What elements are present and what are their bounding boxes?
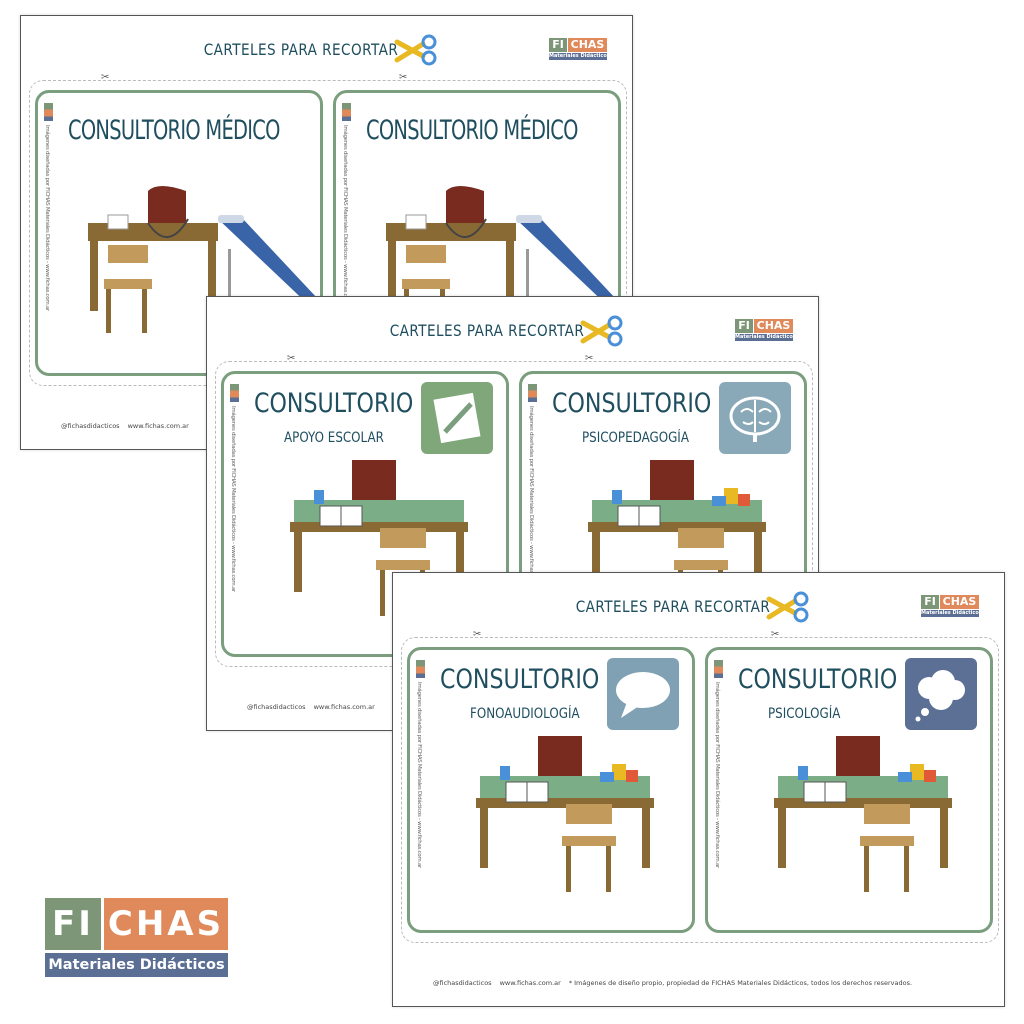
scissors-icon: ✂ [287, 353, 296, 364]
sheet-footer: @fichasdidacticos www.fichas.com.ar [247, 703, 818, 711]
credit-strip: Imágenes diseñadas por FICHAS Materiales… [714, 660, 728, 928]
credit-text: Imágenes diseñadas por FICHAS Materiales… [230, 406, 236, 592]
logo-chas: CHAS [568, 38, 607, 52]
sign-title: CONSULTORIO MÉDICO [68, 115, 280, 146]
logo-subtitle: Materiales Didácticos [921, 610, 979, 617]
logo-chas: CHAS [104, 898, 228, 950]
website: www.fichas.com.ar [313, 703, 375, 711]
logo-fi: FI [735, 319, 753, 333]
sign-subtitle: APOYO ESCOLAR [284, 430, 384, 446]
sign-title: CONSULTORIO [552, 388, 712, 419]
sheet-title: CARTELES PARA RECORTAR [389, 321, 585, 340]
sign-title: CONSULTORIO MÉDICO [366, 115, 578, 146]
credit-text: Imágenes diseñadas por FICHAS Materiales… [416, 682, 422, 868]
sign-subtitle: FONOAUDIOLOGÍA [470, 706, 580, 722]
sign-title: CONSULTORIO [440, 664, 600, 695]
logo-fi: FI [549, 38, 567, 52]
mini-logo [44, 103, 53, 121]
thought-cloud-icon [905, 658, 977, 730]
logo-chas: CHAS [754, 319, 793, 333]
scissors-icon [580, 315, 623, 347]
credit-strip: Imágenes diseñadas por FICHAS Materiales… [44, 103, 58, 371]
credit-text: Imágenes diseñadas por FICHAS Materiales… [528, 406, 534, 592]
credit-strip: Imágenes diseñadas por FICHAS Materiales… [416, 660, 430, 928]
pencil-paper-icon [421, 382, 493, 454]
sheet-footer: @fichasdidacticos www.fichas.com.ar [61, 422, 632, 430]
instagram-handle: @fichasdidacticos [247, 703, 306, 711]
mini-logo [230, 384, 239, 402]
sign-card: Imágenes diseñadas por FICHAS Materiales… [407, 647, 695, 933]
scissors-icon: ✂ [585, 353, 594, 364]
cut-line [401, 637, 999, 943]
mini-logo [528, 384, 537, 402]
desk-chair-illustration [774, 736, 952, 892]
logo-fi: FI [921, 595, 939, 609]
instagram-handle: @fichasdidacticos [433, 979, 492, 987]
speech-bubble-icon [607, 658, 679, 730]
mini-logo [416, 660, 425, 678]
website: www.fichas.com.ar [127, 422, 189, 430]
sign-title: CONSULTORIO [254, 388, 414, 419]
logo-subtitle: Materiales Didácticos [735, 334, 793, 341]
copyright-note: * Imágenes de diseño propio, propiedad d… [568, 979, 913, 987]
scissors-icon: ✂ [101, 72, 110, 83]
medical-desk-stretcher-illustration [88, 186, 318, 333]
logo-subtitle: Materiales Didácticos [45, 953, 228, 977]
logo-chas: CHAS [940, 595, 979, 609]
scissors-icon [394, 34, 437, 66]
sign-card: Imágenes diseñadas por FICHAS Materiales… [705, 647, 993, 933]
sign-title: CONSULTORIO [738, 664, 898, 695]
credit-strip: Imágenes diseñadas por FICHAS Materiales… [230, 384, 244, 652]
credit-strip: Imágenes diseñadas por FICHAS Materiales… [528, 384, 542, 652]
scissors-icon: ✂ [399, 72, 408, 83]
scissors-icon [766, 591, 809, 623]
mini-logo [342, 103, 351, 121]
sheet-title: CARTELES PARA RECORTAR [203, 40, 399, 59]
credit-text: Imágenes diseñadas por FICHAS Materiales… [44, 125, 50, 311]
sign-subtitle: PSICOPEDAGOGÍA [582, 430, 689, 446]
scissors-icon: ✂ [771, 629, 780, 640]
logo-subtitle: Materiales Didácticos [549, 53, 607, 60]
credit-text: Imágenes diseñadas por FICHAS Materiales… [342, 125, 348, 311]
sheet-title: CARTELES PARA RECORTAR [575, 597, 771, 616]
scissors-icon: ✂ [473, 629, 482, 640]
sheet-footer: @fichasdidacticos www.fichas.com.ar * Imág… [433, 979, 1004, 987]
website: www.fichas.com.ar [499, 979, 561, 987]
logo-fi: FI [45, 898, 101, 950]
instagram-handle: @fichasdidacticos [61, 422, 120, 430]
mini-logo [714, 660, 723, 678]
desk-chair-illustration [290, 460, 468, 616]
credit-text: Imágenes diseñadas por FICHAS Materiales… [714, 682, 720, 868]
sign-subtitle: PSICOLOGÍA [768, 706, 841, 722]
desk-chair-illustration [476, 736, 654, 892]
credit-strip: Imágenes diseñadas por FICHAS Materiales… [342, 103, 356, 371]
brain-icon [719, 382, 791, 454]
